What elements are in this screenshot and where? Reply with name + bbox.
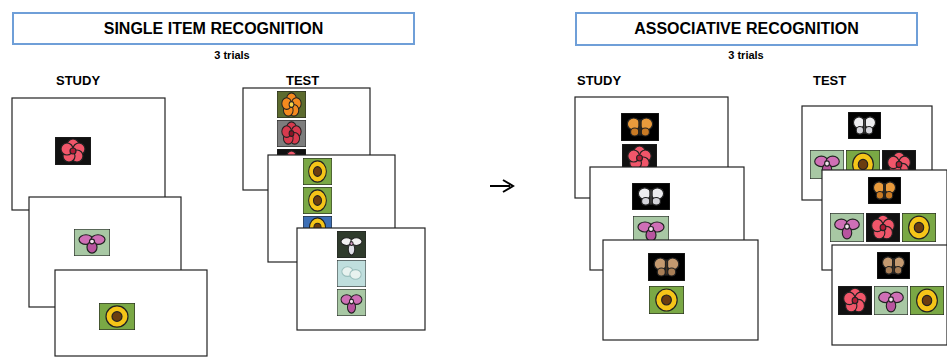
section-header-box: ASSOCIATIVE RECOGNITION — [575, 12, 918, 46]
phase-label: STUDY — [577, 73, 621, 88]
trial-count: 3 trials — [214, 49, 249, 61]
trial-count: 3 trials — [728, 49, 763, 61]
section-heading: SINGLE ITEM RECOGNITION — [104, 20, 324, 38]
phase-label: STUDY — [56, 73, 100, 88]
phase-label: TEST — [286, 73, 319, 88]
section-heading: ASSOCIATIVE RECOGNITION — [634, 20, 859, 38]
section-header-box: SINGLE ITEM RECOGNITION — [12, 12, 415, 45]
phase-arrow — [490, 180, 513, 192]
phase-label: TEST — [813, 73, 846, 88]
